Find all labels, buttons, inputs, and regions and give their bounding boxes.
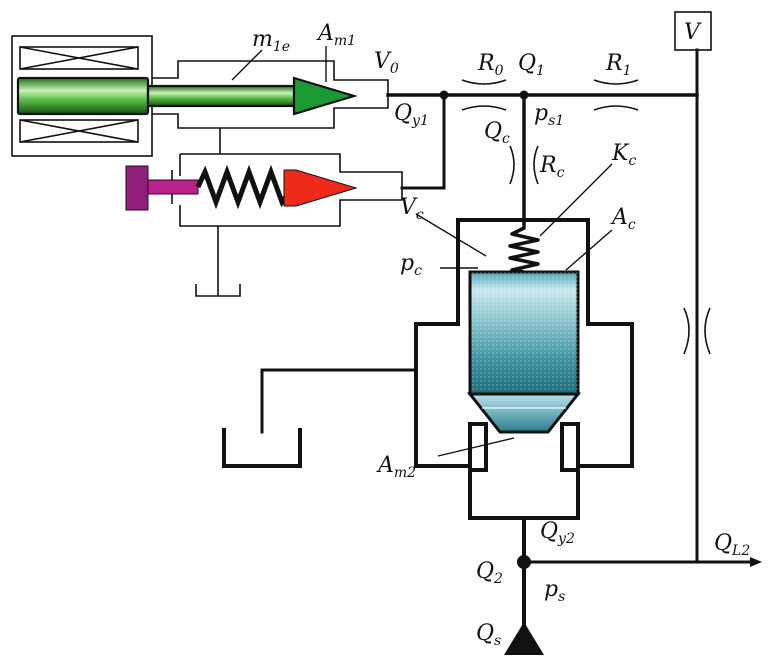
label-qs: Qs [476,621,501,649]
label-q2: Q2 [476,559,503,587]
label-kc: Kc [611,141,636,169]
solenoid-actuator [11,35,153,157]
label-m1e: m1e [252,27,290,55]
label-v0: V0 [374,49,399,77]
pressure-pilot-valve [125,153,403,297]
adjuster-screw [147,179,199,195]
label-ac: Ac [610,205,636,233]
label-ql2: QL2 [714,531,750,559]
label-qy2: Qy2 [540,519,575,547]
label-ps1: ps1 [534,101,564,129]
label-v: V [684,20,702,45]
main-piston [466,270,582,434]
label-am2: Am2 [376,453,416,481]
pilot-spring [195,164,296,210]
upper-coil [19,46,139,70]
label-am1: Am1 [316,21,356,49]
restrictor-vertical [683,307,711,355]
labels: m1e Am1 V0 R0 Q1 R1 V Qy1 ps1 Qc Rc Kc A… [252,20,750,649]
armature-rod [16,76,358,116]
main-spring [508,220,540,274]
restrictor-r0 [461,79,507,111]
main-tank-symbol [222,428,302,468]
label-qc: Qc [484,119,510,147]
label-q1: Q1 [518,51,545,79]
hydraulic-lines [386,48,762,655]
adjuster-knob[interactable] [125,165,149,211]
main-valve-body [222,218,634,520]
label-pc: pc [400,251,422,279]
armature-cone-tip [292,76,358,116]
lower-coil [19,119,139,143]
label-qy1: Qy1 [394,101,429,129]
label-rc: Rc [539,153,565,181]
restrictor-rc [509,145,539,185]
label-r1: R1 [605,51,632,79]
restrictor-r1 [593,79,639,111]
leader-lines [231,46,613,457]
label-ps: ps [544,577,565,605]
volume-v-box [674,11,712,51]
pressure-source-triangle [504,622,544,655]
label-vc: Vc [400,195,424,223]
pilot-poppet-cone [283,169,358,207]
label-r0: R0 [477,51,504,79]
pilot-tank-symbol [195,284,241,297]
